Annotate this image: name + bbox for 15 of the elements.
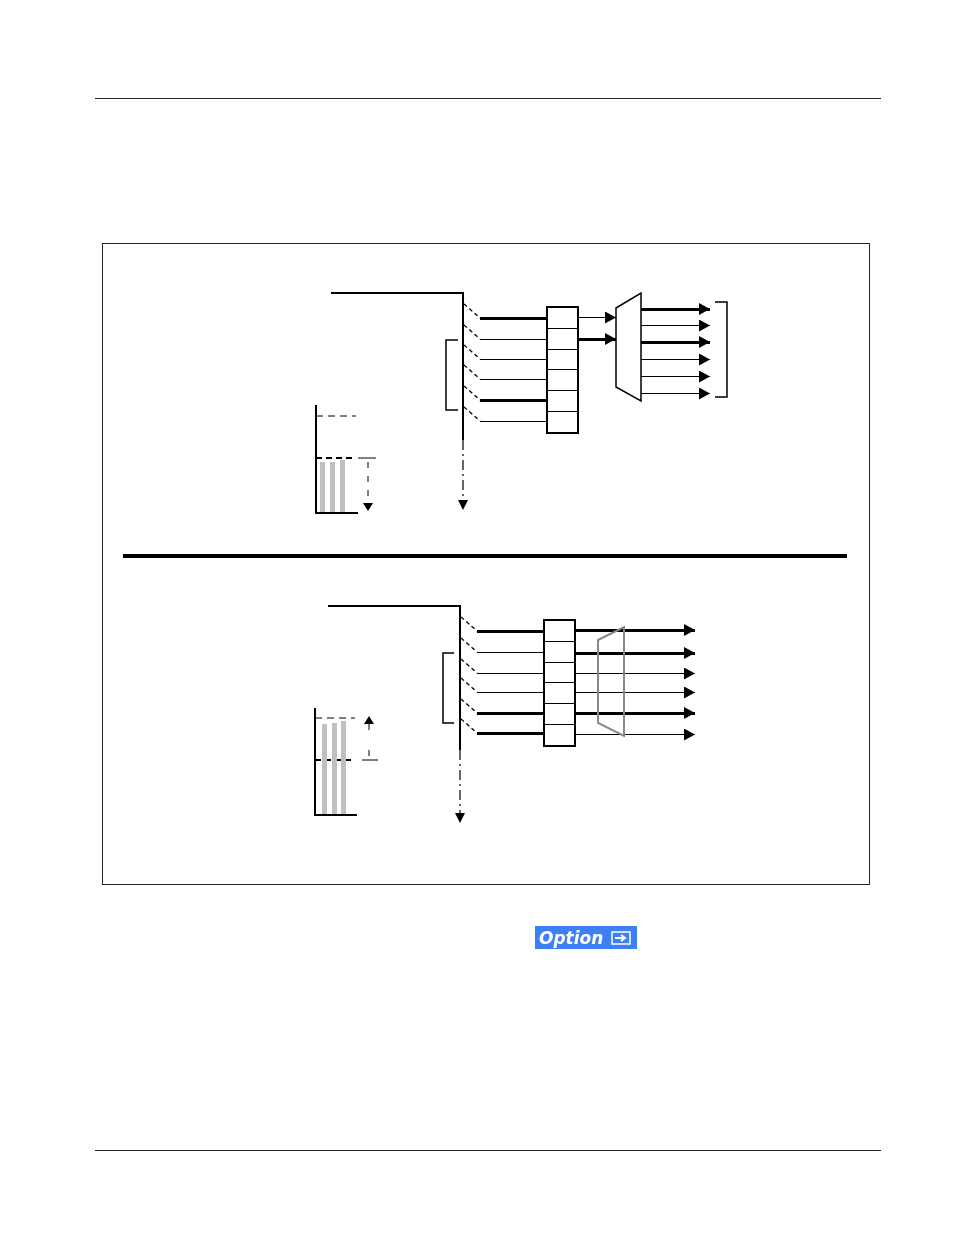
- signal-arrow: [575, 686, 696, 699]
- register-block: [543, 619, 576, 747]
- signal-arrow: [576, 647, 695, 659]
- signal-arrow: [575, 728, 696, 741]
- outline-trapezoid: [598, 627, 624, 736]
- signal-arrow: [641, 303, 710, 315]
- signal-arrow: [579, 333, 616, 345]
- signal-arrow: [641, 336, 710, 348]
- option-badge: Option: [535, 926, 637, 949]
- signal-arrow: [575, 667, 696, 680]
- register-block: [546, 306, 579, 434]
- multiplexer-trapezoid: [616, 293, 641, 401]
- signal-arrow: [578, 311, 617, 324]
- signal-arrow: [576, 707, 695, 719]
- signal-arrow: [576, 624, 695, 636]
